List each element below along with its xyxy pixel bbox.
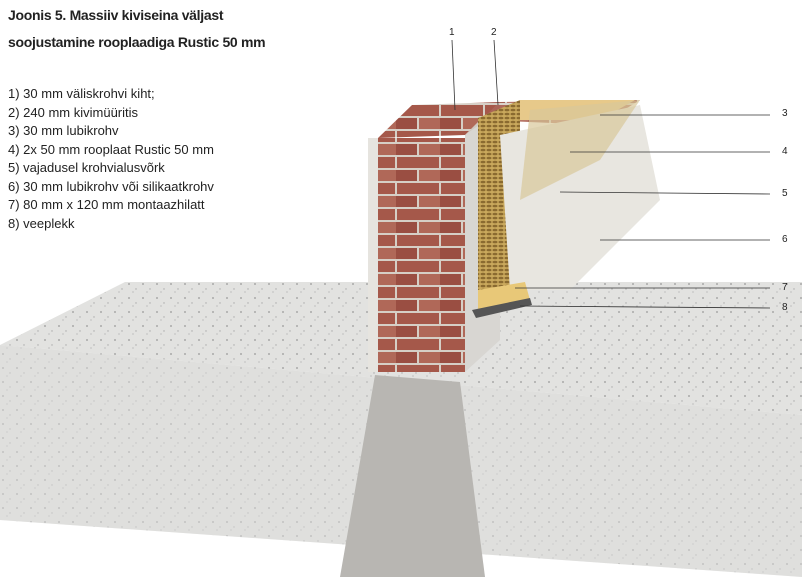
exterior-render: [368, 138, 378, 372]
wall-assembly: [368, 100, 660, 372]
legend-item: 3) 30 mm lubikrohv: [8, 123, 119, 138]
callout-4: 4: [782, 146, 788, 157]
callout-1: 1: [449, 27, 455, 38]
foundation-joint: [340, 375, 485, 577]
callout-8: 8: [782, 302, 788, 313]
legend-item: 2) 240 mm kivimüüritis: [8, 104, 139, 120]
brick-masonry: [378, 138, 465, 372]
concrete-slab: [0, 282, 802, 577]
mounting-batten: [478, 282, 530, 312]
callout-lines: [451, 39, 771, 309]
figure-title-line-2: soojustamine rooplaadiga Rustic 50 mm: [8, 34, 266, 50]
legend-item: 1) 30 mm väliskrohvi kiht;: [8, 86, 155, 101]
flashing: [472, 298, 532, 318]
callout-5: 5: [782, 188, 788, 199]
callout-7: 7: [782, 282, 788, 293]
legend-item: 6) 30 mm lubikrohv või silikaatkrohv: [8, 178, 214, 194]
legend-item: 4) 2x 50 mm rooplaat Rustic 50 mm: [8, 141, 214, 157]
legend-list: 1) 30 mm väliskrohvi kiht; 2) 240 mm kiv…: [8, 85, 214, 233]
legend-item: 7) 80 mm x 120 mm montaazhilatt: [8, 197, 205, 212]
legend-item: 8) veeplekk: [8, 215, 75, 231]
callout-2: 2: [491, 27, 497, 38]
plaster-mesh: [520, 100, 640, 200]
legend-item: 5) vajadusel krohvialusvõrk: [8, 160, 165, 175]
figure-title-line-1: Joonis 5. Massiiv kiviseina väljast: [8, 7, 224, 23]
callout-3: 3: [782, 108, 788, 119]
callout-6: 6: [782, 234, 788, 245]
